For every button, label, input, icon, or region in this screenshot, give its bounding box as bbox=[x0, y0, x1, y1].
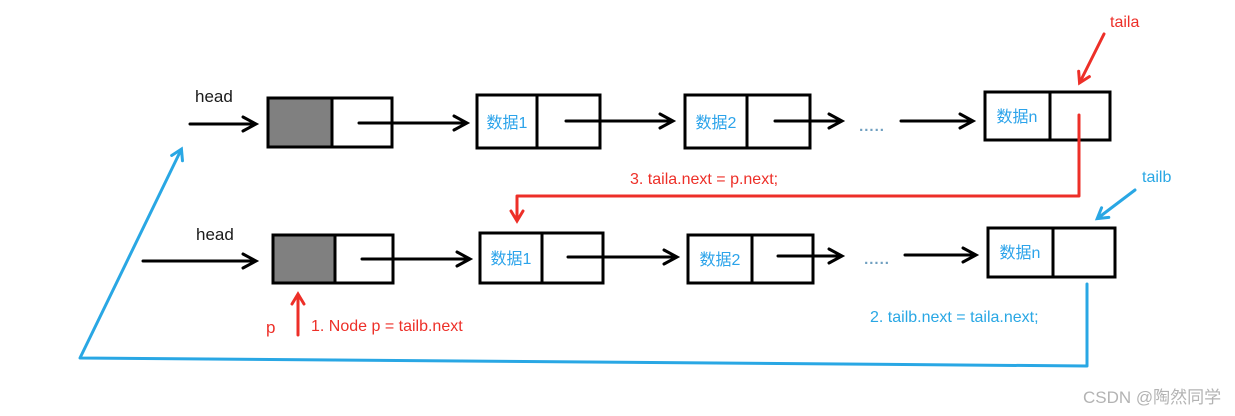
list-b: head 数据1 数据2 ..... 数据n bbox=[141, 225, 1117, 285]
step1-annotation: p 1. Node p = tailb.next bbox=[266, 291, 463, 337]
taila-annotation: taila bbox=[1077, 14, 1139, 86]
tailb-label: tailb bbox=[1142, 169, 1171, 186]
step3-text: 3. taila.next = p.next; bbox=[630, 171, 778, 188]
list-a-head-label: head bbox=[195, 87, 233, 106]
list-b-head-node-data-cell bbox=[271, 233, 337, 285]
list-a-ellipsis: ..... bbox=[859, 118, 885, 135]
list-a-node-n bbox=[983, 90, 1112, 142]
list-b-node-n-label: 数据n bbox=[1000, 244, 1041, 262]
list-b-head-label: head bbox=[196, 225, 234, 244]
taila-arrow bbox=[1077, 32, 1106, 86]
list-a: head 数据1 数据2 ..... 数据n bbox=[188, 87, 1112, 150]
list-a-node-n-label: 数据n bbox=[997, 108, 1038, 126]
step3-annotation: 3. taila.next = p.next; bbox=[509, 113, 1081, 224]
tailb-annotation: tailb bbox=[1094, 169, 1171, 221]
watermark-text: CSDN @陶然同学 bbox=[1083, 388, 1221, 407]
tailb-arrow bbox=[1094, 188, 1137, 221]
step2-text: 2. tailb.next = taila.next; bbox=[870, 309, 1039, 326]
list-b-node-2-label: 数据2 bbox=[700, 251, 741, 269]
list-b-ellipsis: ..... bbox=[864, 251, 890, 268]
list-a-head-node-data-cell bbox=[266, 96, 334, 149]
step2-link-arrow bbox=[78, 146, 1089, 368]
step2-annotation: 2. tailb.next = taila.next; bbox=[78, 146, 1089, 368]
step1-text: 1. Node p = tailb.next bbox=[311, 318, 463, 335]
list-a-node-2-label: 数据2 bbox=[696, 114, 737, 132]
step3-link-arrow bbox=[509, 113, 1081, 224]
list-b-node-1-label: 数据1 bbox=[491, 250, 532, 268]
list-a-node-1-label: 数据1 bbox=[487, 114, 528, 132]
p-label: p bbox=[266, 318, 275, 337]
taila-label: taila bbox=[1110, 14, 1139, 31]
